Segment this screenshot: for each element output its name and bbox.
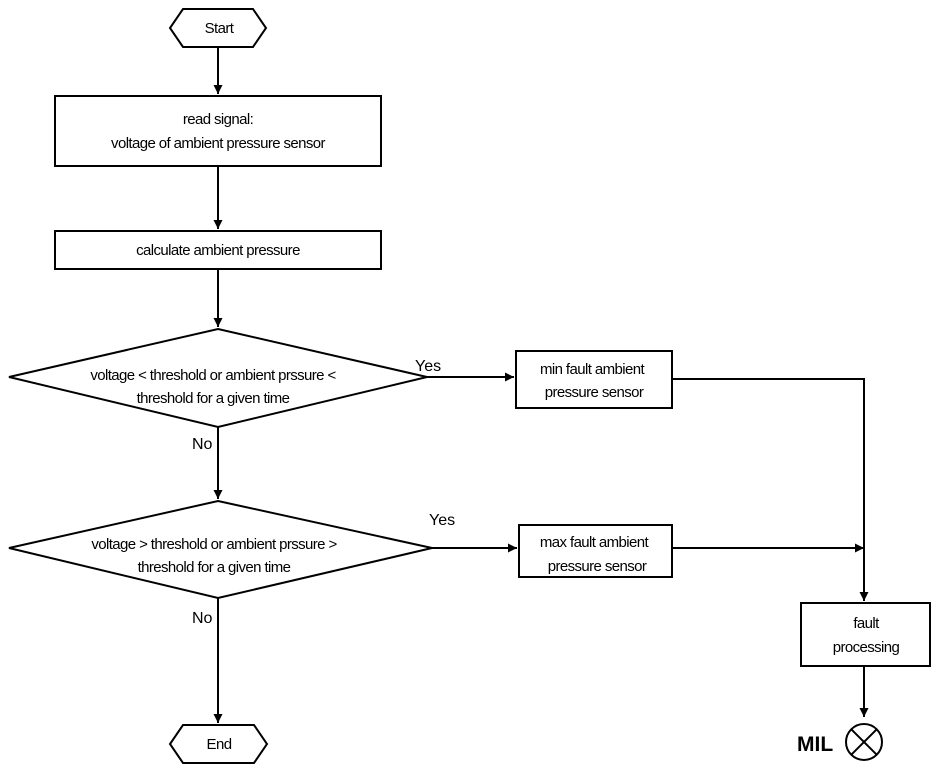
decision-max: voltage > threshold or ambient prssure >… xyxy=(8,499,433,600)
max-fault-line2: pressure sensor xyxy=(548,558,647,575)
calculate-rect xyxy=(54,230,382,270)
min-fault-box: min fault ambient pressure sensor xyxy=(515,350,673,409)
min-fault-line2: pressure sensor xyxy=(545,384,644,401)
fault-processing-line1: fault xyxy=(853,615,880,632)
arrow-min-fault-to-fault-processing xyxy=(672,378,869,601)
mil-indicator: MIL xyxy=(797,723,883,761)
yes-label-max: Yes xyxy=(429,512,455,529)
no-label-min: No xyxy=(192,436,213,453)
start-shape xyxy=(168,8,268,48)
decision-min-line2: threshold for a given time xyxy=(137,390,290,407)
read-signal-line1: read signal: xyxy=(183,111,253,128)
end-shape xyxy=(168,724,269,764)
start-label: Start xyxy=(205,20,235,37)
mil-lamp-cross-b xyxy=(850,728,878,756)
fault-processing-rect xyxy=(800,602,931,667)
decision-max-line2: threshold for a given time xyxy=(138,559,291,576)
max-fault-rect xyxy=(518,524,673,578)
end-label: End xyxy=(207,736,232,753)
no-label-max: No xyxy=(192,610,213,627)
read-signal-box: read signal: voltage of ambient pressure… xyxy=(54,95,382,167)
read-signal-line2: voltage of ambient pressure sensor xyxy=(111,135,325,152)
decision-min-diamond xyxy=(8,327,428,429)
calculate-label: calculate ambient pressure xyxy=(136,242,300,259)
yes-label-min: Yes xyxy=(415,358,441,375)
mil-label: MIL xyxy=(797,733,833,756)
max-fault-line1: max fault ambient xyxy=(540,534,650,551)
end-terminal: End xyxy=(168,724,269,764)
calculate-box: calculate ambient pressure xyxy=(54,230,382,270)
read-signal-rect xyxy=(54,95,382,167)
decision-max-line1: voltage > threshold or ambient prssure > xyxy=(91,536,337,553)
min-fault-rect xyxy=(515,350,673,409)
fault-processing-line2: processing xyxy=(833,639,900,656)
decision-min-line1: voltage < threshold or ambient prssure < xyxy=(90,367,336,384)
fault-processing-box: fault processing xyxy=(800,602,931,667)
decision-max-diamond xyxy=(8,499,433,600)
connectors xyxy=(213,47,869,723)
max-fault-box: max fault ambient pressure sensor xyxy=(518,524,673,578)
start-terminal: Start xyxy=(168,8,268,48)
min-fault-line1: min fault ambient xyxy=(540,361,645,378)
decision-min: voltage < threshold or ambient prssure <… xyxy=(8,327,428,429)
